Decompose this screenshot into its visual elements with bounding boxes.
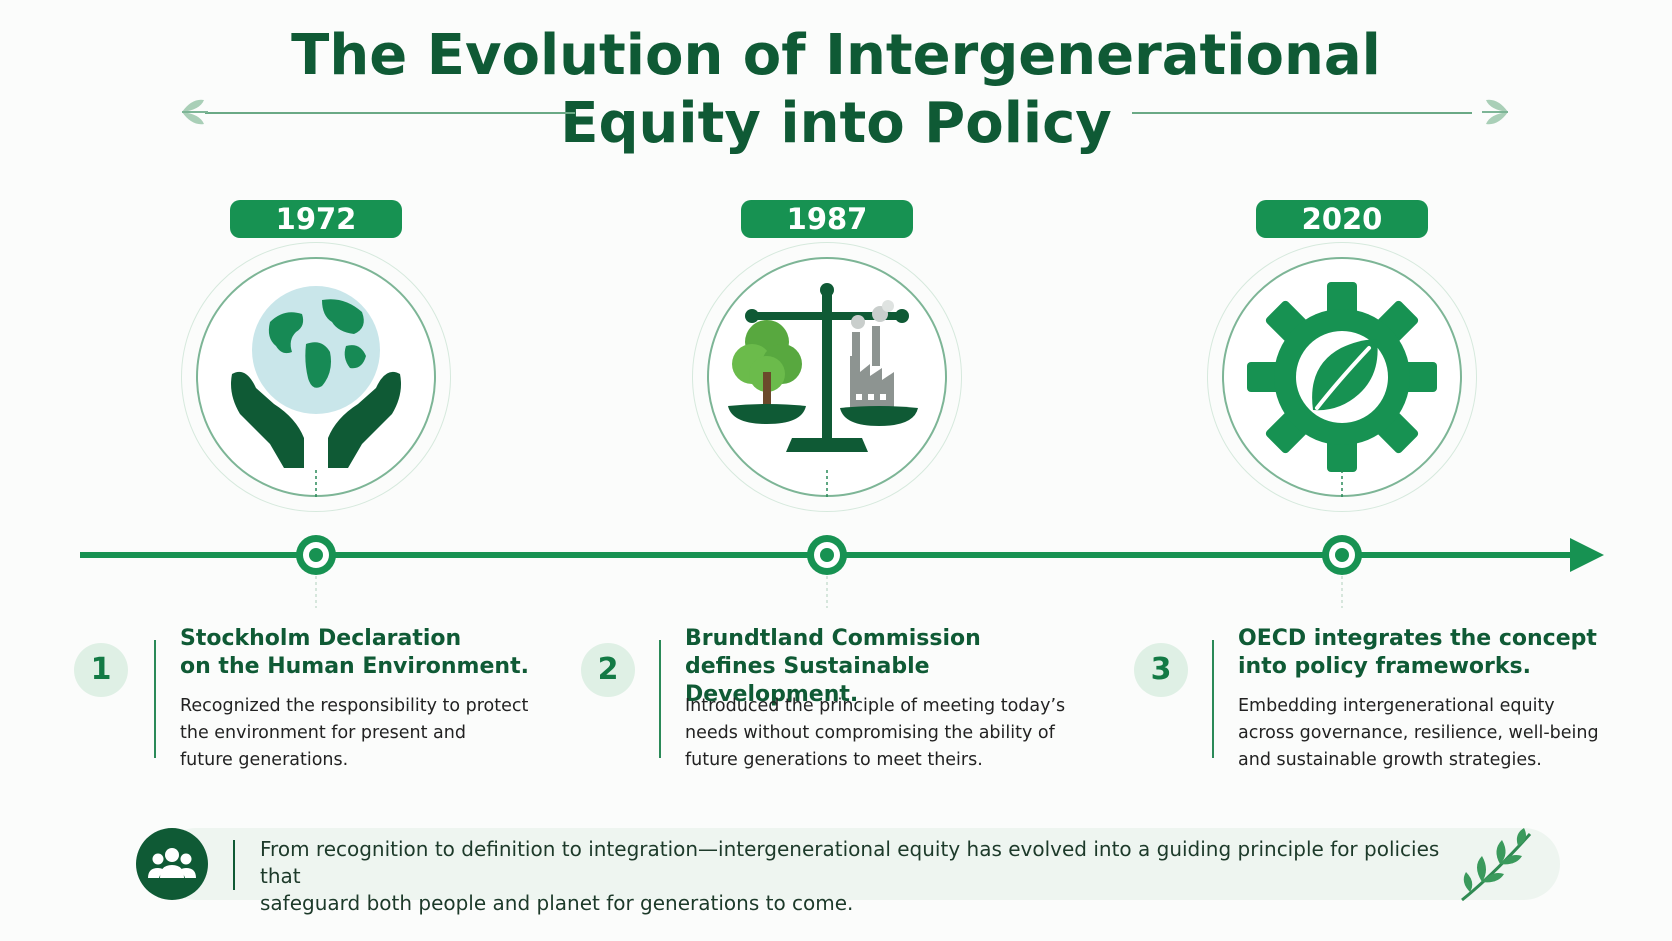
- year-pill-2020: 2020: [1256, 200, 1428, 238]
- event-description-3-line-1: Embedding intergenerational equity: [1238, 696, 1555, 716]
- timeline-axis: [80, 470, 1604, 608]
- event-description-2: Introduced the principle of meeting toda…: [685, 693, 1075, 774]
- milestone-ring-outer-2: [692, 242, 962, 512]
- title-line-2: Equity into Policy: [560, 91, 1112, 156]
- step-number-3: 3: [1134, 643, 1188, 697]
- event-description-1: Recognized the responsibility to protect…: [180, 693, 550, 774]
- event-description-1-line-1: Recognized the responsibility to protect: [180, 696, 529, 716]
- leaf-ornament-right-icon: [1482, 99, 1508, 125]
- event-title-1-line-2: on the Human Environment.: [180, 654, 529, 679]
- event-description-1-line-3: future generations.: [180, 750, 349, 770]
- step-number-2: 2: [581, 643, 635, 697]
- step-number-1: 1: [74, 643, 128, 697]
- event-description-2-line-2: needs without compromising the ability o…: [685, 723, 1055, 743]
- event-description-1-line-2: the environment for present and: [180, 723, 466, 743]
- event-description-3: Embedding intergenerational equity acros…: [1238, 693, 1638, 774]
- balance-scale-tree-factory-icon: [728, 283, 918, 452]
- event-title-2-line-2: defines Sustainable Development.: [685, 654, 930, 707]
- leaf-sprig-icon: [1461, 828, 1532, 902]
- step-divider-1: [154, 640, 156, 758]
- year-pill-1972: 1972: [230, 200, 402, 238]
- milestone-ring-outer-1: [181, 242, 451, 512]
- gear-leaf-icon: [1247, 282, 1437, 472]
- event-description-3-line-2: across governance, resilience, well-bein…: [1238, 723, 1599, 743]
- globe-in-hands-icon: [231, 286, 401, 468]
- event-title-3-line-1: OECD integrates the concept: [1238, 626, 1597, 651]
- summary-text-line-1: From recognition to definition to integr…: [260, 837, 1440, 888]
- event-title-3-line-2: into policy frameworks.: [1238, 654, 1531, 679]
- people-group-glyph: [148, 848, 196, 878]
- banner-separator: [233, 840, 235, 890]
- leaf-ornament-left-icon: [182, 99, 208, 125]
- event-description-3-line-3: and sustainable growth strategies.: [1238, 750, 1542, 770]
- event-description-2-line-1: Introduced the principle of meeting toda…: [685, 696, 1066, 716]
- event-title-2: Brundtland Commission defines Sustainabl…: [685, 625, 1075, 709]
- year-pill-1987: 1987: [741, 200, 913, 238]
- title-line-1: The Evolution of Intergenerational: [291, 23, 1381, 88]
- step-divider-3: [1212, 640, 1214, 758]
- summary-text: From recognition to definition to integr…: [260, 836, 1440, 917]
- event-title-1-line-1: Stockholm Declaration: [180, 626, 462, 651]
- timeline-node-1987: [807, 535, 847, 575]
- event-title-2-line-1: Brundtland Commission: [685, 626, 981, 651]
- timeline-node-2020: [1322, 535, 1362, 575]
- summary-banner: [160, 828, 1560, 900]
- event-title-3: OECD integrates the concept into policy …: [1238, 625, 1638, 681]
- step-divider-2: [659, 640, 661, 758]
- timeline-node-1972: [296, 535, 336, 575]
- summary-text-line-2: safeguard both people and planet for gen…: [260, 891, 854, 915]
- milestone-ring-outer-3: [1207, 242, 1477, 512]
- title-divider-right: [1132, 112, 1472, 114]
- page-title: The Evolution of Intergenerational Equit…: [0, 22, 1672, 158]
- event-description-2-line-3: future generations to meet theirs.: [685, 750, 983, 770]
- event-title-1: Stockholm Declaration on the Human Envir…: [180, 625, 540, 681]
- people-group-icon: [136, 828, 208, 900]
- title-divider-left: [205, 112, 575, 114]
